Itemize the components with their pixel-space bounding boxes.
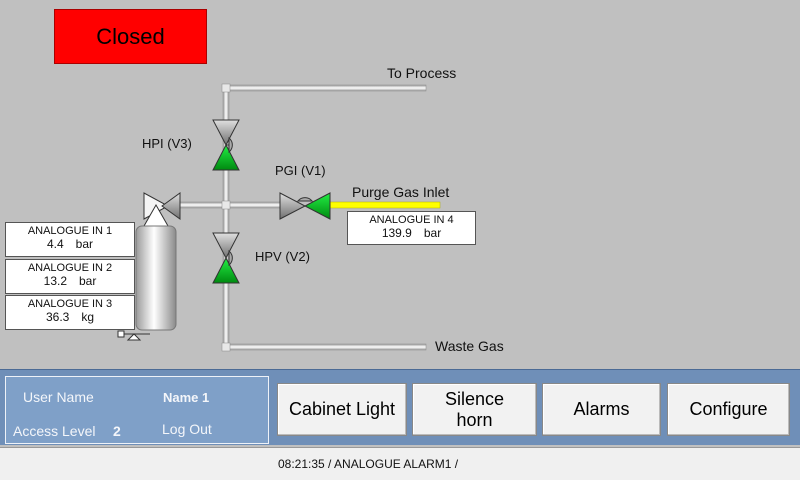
gas-cylinder-icon xyxy=(117,225,177,341)
logout-link[interactable]: Log Out xyxy=(162,421,212,437)
alarms-button-label: Alarms xyxy=(573,399,630,419)
pgi-valve-icon[interactable] xyxy=(279,192,331,220)
analogue-in-3-title: ANALOGUE IN 3 xyxy=(27,298,113,310)
to-process-label: To Process xyxy=(387,65,457,81)
pgi-valve-label: PGI (V1) xyxy=(275,163,326,178)
user-name-value: Name 1 xyxy=(163,390,210,405)
analogue-in-4-unit: bar xyxy=(423,226,442,240)
access-level-value: 2 xyxy=(113,423,121,439)
configure-button[interactable]: Configure xyxy=(667,383,790,436)
analogue-in-1-title: ANALOGUE IN 1 xyxy=(27,225,113,237)
analogue-in-1-value: 4.4 xyxy=(46,237,64,251)
piping-diagram xyxy=(117,83,441,352)
hpi-valve-icon[interactable] xyxy=(212,119,240,171)
hpv-valve-icon[interactable] xyxy=(212,232,240,284)
silence-horn-button-label-line1: Silence xyxy=(444,388,505,409)
analogue-in-3-display: ANALOGUE IN 3 36.3 kg xyxy=(5,295,135,330)
user-panel: User Name Name 1 Access Level 2 Log Out xyxy=(5,376,269,444)
pipe-network xyxy=(179,83,441,352)
hpv-valve-label: HPV (V2) xyxy=(255,249,310,264)
analogue-in-2-title: ANALOGUE IN 2 xyxy=(27,262,113,274)
silence-horn-button-label-line2: horn xyxy=(456,409,493,430)
analogue-in-1-unit: bar xyxy=(75,237,94,251)
analogue-in-4-title: ANALOGUE IN 4 xyxy=(369,214,454,226)
status-bar: 08:21:35 / ANALOGUE ALARM1 / xyxy=(0,447,800,480)
analogue-in-3-unit: kg xyxy=(81,310,95,324)
analogue-in-2-unit: bar xyxy=(79,274,97,288)
cabinet-light-button-label: Cabinet Light xyxy=(288,399,396,419)
hpi-valve-label: HPI (V3) xyxy=(142,136,192,151)
configure-button-label: Configure xyxy=(689,399,768,419)
analogue-in-4-display: ANALOGUE IN 4 139.9 bar xyxy=(347,211,476,245)
analogue-in-3-value: 36.3 xyxy=(45,310,70,324)
cabinet-light-button[interactable]: Cabinet Light xyxy=(277,383,407,436)
purge-gas-inlet-label: Purge Gas Inlet xyxy=(352,184,450,200)
access-level-label: Access Level xyxy=(13,423,96,439)
analogue-in-1-display: ANALOGUE IN 1 4.4 bar xyxy=(5,222,135,257)
waste-gas-label: Waste Gas xyxy=(435,338,504,354)
valve-status-indicator: Closed xyxy=(54,9,207,64)
valve-status-text: Closed xyxy=(96,23,165,49)
analogue-in-4-value: 139.9 xyxy=(381,226,412,240)
analogue-in-2-value: 13.2 xyxy=(43,274,67,288)
purge-gas-line xyxy=(329,201,441,209)
silence-horn-button[interactable]: Silence horn xyxy=(412,383,537,436)
cylinder-valve-icon[interactable] xyxy=(143,192,181,227)
status-bar-text: 08:21:35 / ANALOGUE ALARM1 / xyxy=(278,457,459,471)
alarms-button[interactable]: Alarms xyxy=(542,383,661,436)
user-name-label: User Name xyxy=(23,389,94,405)
analogue-in-2-display: ANALOGUE IN 2 13.2 bar xyxy=(5,259,135,294)
